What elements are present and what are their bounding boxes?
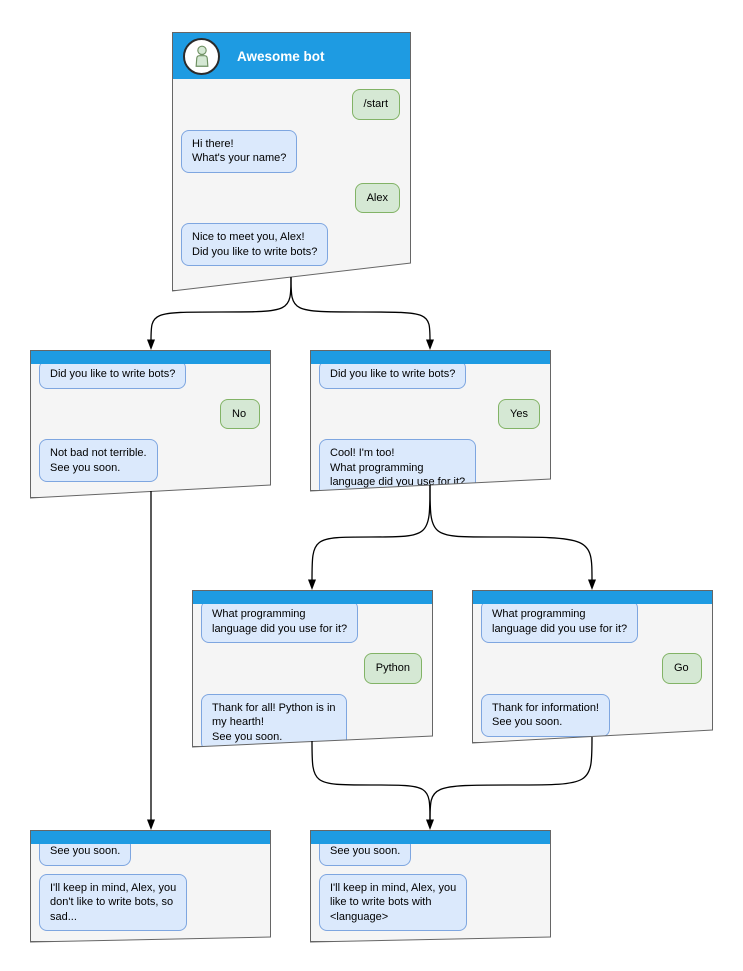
- chat-body: See you soon. I'll keep in mind, Alex, y…: [31, 844, 270, 939]
- connector-root-to-branch-yes: [290, 276, 431, 342]
- chat-window-branch-yes: Did you like to write bots? Yes Cool! I'…: [310, 350, 551, 491]
- bot-message-bubble: Did you like to write bots?: [39, 360, 186, 389]
- bot-message-bubble: I'll keep in mind, Alex, you like to wri…: [319, 874, 467, 932]
- user-message-bubble: Python: [364, 653, 422, 684]
- arrowhead: [147, 339, 155, 350]
- bot-avatar: [183, 38, 220, 75]
- chat-window-branch-no: Did you like to write bots? No Not bad n…: [30, 350, 271, 498]
- bot-message-bubble: What programming language did you use fo…: [481, 600, 638, 643]
- chat-body: Did you like to write bots? Yes Cool! I'…: [311, 364, 550, 505]
- user-message-bubble: Go: [662, 653, 702, 684]
- bot-message-bubble: I'll keep in mind, Alex, you don't like …: [39, 874, 187, 932]
- person-icon: [192, 45, 212, 67]
- connector-go-to-end-yes: [429, 736, 593, 822]
- arrowhead: [147, 819, 155, 830]
- bot-message-bubble: Cool! I'm too! What programming language…: [319, 439, 476, 497]
- connector-branch-yes-to-python: [311, 484, 431, 582]
- chat-body: What programming language did you use fo…: [193, 604, 432, 759]
- bot-message-bubble: Thank for all! Python is in my hearth! S…: [201, 694, 347, 752]
- arrowhead: [426, 339, 434, 350]
- window-header: [193, 591, 432, 604]
- bot-message-bubble: Hi there! What's your name?: [181, 130, 297, 173]
- user-message-bubble: Alex: [355, 183, 400, 214]
- window-header: [311, 351, 550, 364]
- user-message-bubble: /start: [352, 89, 400, 120]
- arrowhead: [308, 579, 316, 590]
- chat-window-root: Awesome bot /start Hi there! What's your…: [172, 32, 411, 291]
- arrowhead: [588, 579, 596, 590]
- chat-window-end-no: See you soon. I'll keep in mind, Alex, y…: [30, 830, 271, 942]
- bot-message-bubble: Nice to meet you, Alex! Did you like to …: [181, 223, 328, 266]
- chat-body: /start Hi there! What's your name? Alex …: [173, 79, 410, 274]
- bot-message-bubble: Not bad not terrible. See you soon.: [39, 439, 158, 482]
- chat-body: See you soon. I'll keep in mind, Alex, y…: [311, 844, 550, 939]
- chat-window-branch-python: What programming language did you use fo…: [192, 590, 433, 747]
- connector-python-to-end-yes: [311, 740, 431, 822]
- chat-window-branch-go: What programming language did you use fo…: [472, 590, 713, 743]
- chat-body: What programming language did you use fo…: [473, 604, 712, 745]
- window-header: Awesome bot: [173, 33, 410, 79]
- bot-message-bubble: What programming language did you use fo…: [201, 600, 358, 643]
- window-header: [31, 831, 270, 844]
- connector-branch-yes-to-go: [429, 484, 593, 582]
- chat-body: Did you like to write bots? No Not bad n…: [31, 364, 270, 490]
- bot-message-bubble: Thank for information! See you soon.: [481, 694, 610, 737]
- window-header: [473, 591, 712, 604]
- window-header: [31, 351, 270, 364]
- user-message-bubble: No: [220, 399, 260, 430]
- chat-window-end-yes: See you soon. I'll keep in mind, Alex, y…: [310, 830, 551, 942]
- user-message-bubble: Yes: [498, 399, 540, 430]
- bot-message-bubble: Did you like to write bots?: [319, 360, 466, 389]
- window-header: [311, 831, 550, 844]
- bot-title: Awesome bot: [237, 48, 325, 64]
- arrowhead: [426, 819, 434, 830]
